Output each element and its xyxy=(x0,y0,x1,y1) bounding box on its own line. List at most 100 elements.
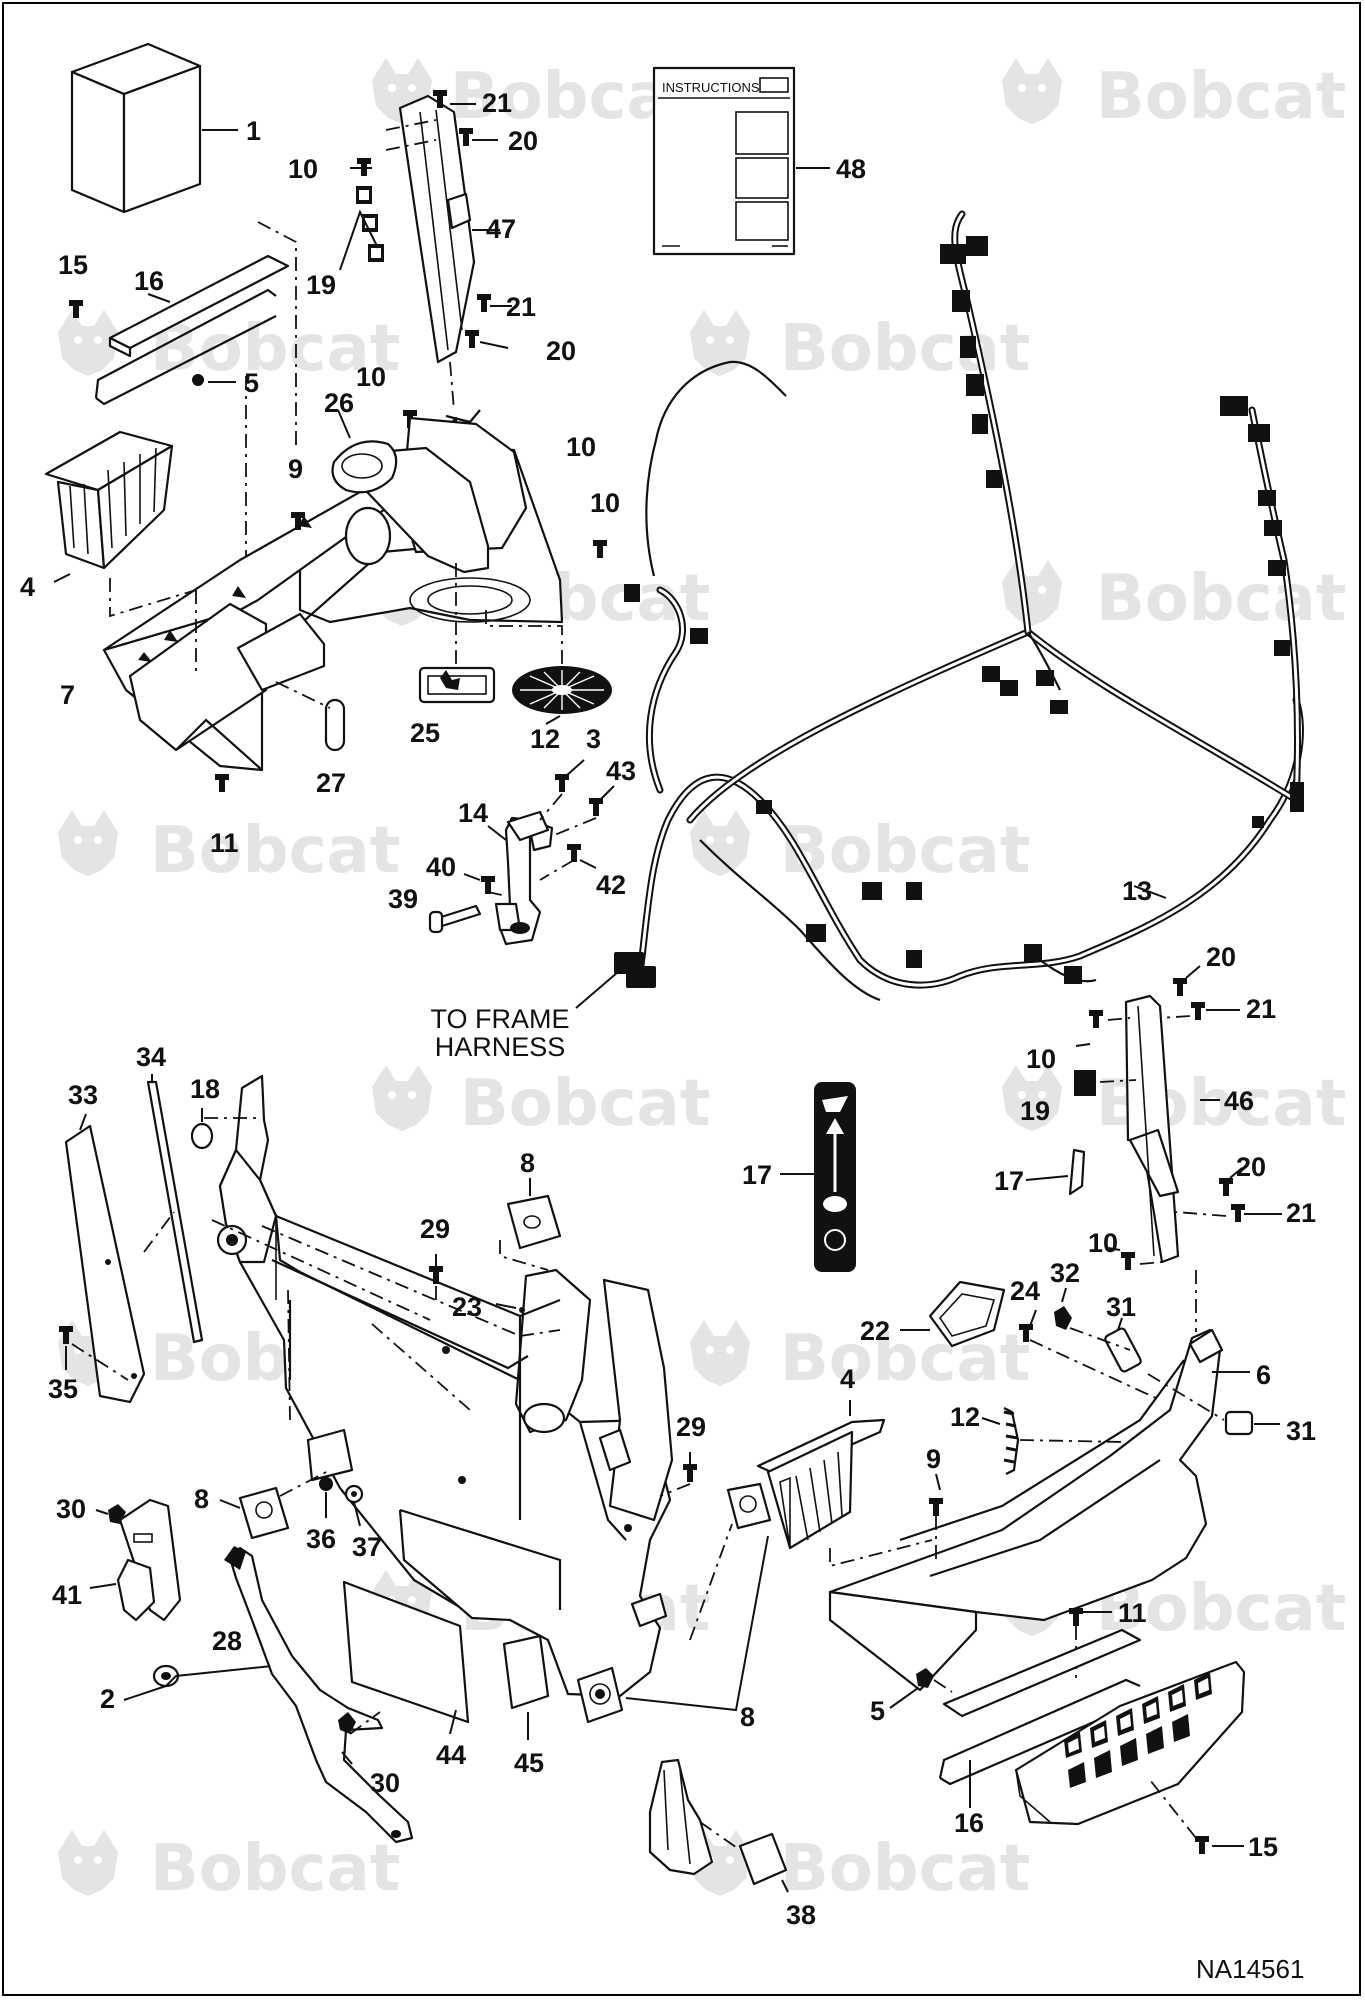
callout-label: 28 xyxy=(212,1626,242,1656)
bobcat-head-logo-icon xyxy=(690,310,750,376)
callout-label: 20 xyxy=(546,336,576,366)
callout-label: 38 xyxy=(786,1900,816,1930)
callout-label: 17 xyxy=(994,1166,1024,1196)
callout-label: 21 xyxy=(506,292,536,322)
bobcat-head-logo-icon xyxy=(372,1065,432,1131)
callout-label: 36 xyxy=(306,1524,336,1554)
watermark-text: Bobcat xyxy=(1096,562,1346,636)
callout-label: 27 xyxy=(316,768,346,798)
callout-label: 40 xyxy=(426,852,456,882)
part-storage-bin-lower xyxy=(756,1400,933,1568)
instructions-sheet: INSTRUCTIONS xyxy=(652,66,830,256)
callout-label: 16 xyxy=(134,266,164,296)
watermark-text: Bobcat xyxy=(780,1832,1030,1906)
callout-label: 5 xyxy=(870,1696,885,1726)
callout-label: 32 xyxy=(1050,1258,1080,1288)
watermark: Bobcat xyxy=(690,810,1030,888)
callout-label: 4 xyxy=(20,572,35,602)
watermark-text: Bobcat xyxy=(460,1067,710,1141)
callout-label: 6 xyxy=(1256,1360,1271,1390)
callout-label: 16 xyxy=(954,1808,984,1838)
plate xyxy=(499,1178,562,1271)
plate xyxy=(576,1666,624,1724)
part-bezel xyxy=(418,560,496,704)
callout-label: 10 xyxy=(356,362,386,392)
callout-label: 31 xyxy=(1106,1292,1136,1322)
callout-label: 9 xyxy=(288,454,303,484)
watermark-text: Bobcat xyxy=(1096,60,1346,134)
callout-label: 21 xyxy=(1286,1198,1316,1228)
callout-label: 29 xyxy=(420,1214,450,1244)
callout-label: 45 xyxy=(514,1748,544,1778)
part-right-upright xyxy=(1068,965,1282,1270)
watermark-text: Bobcat xyxy=(150,1832,400,1906)
watermark: Bobcat xyxy=(690,310,1030,386)
callout-label: 25 xyxy=(410,718,440,748)
callout-label: 8 xyxy=(520,1148,535,1178)
part-side-panel xyxy=(59,1074,204,1404)
callout-label: 15 xyxy=(58,250,88,280)
watermark-text: Bobcat xyxy=(150,312,400,386)
callout-label: 19 xyxy=(306,270,336,300)
callout-label: 21 xyxy=(482,88,512,118)
note-line: TO FRAME xyxy=(430,1004,569,1034)
callout-label: 35 xyxy=(48,1374,78,1404)
callout-label: 23 xyxy=(452,1292,482,1322)
part-cupholder xyxy=(331,409,398,494)
callout-label: 12 xyxy=(950,1402,980,1432)
watermark-layer: Bobcat Bobcat Bobcat Bobcat Bobcat Bobca… xyxy=(58,58,1346,1906)
watermark-text: Bobcat xyxy=(780,312,1030,386)
callout-label: 10 xyxy=(590,488,620,518)
part-grommet xyxy=(275,681,346,752)
plate xyxy=(726,1482,772,1530)
callout-labels: 1 2 3 4 4 5 5 6 7 8 8 8 8 9 9 10 10 10 1… xyxy=(20,88,1316,1930)
callout-label: 37 xyxy=(352,1532,382,1562)
callout-label: 39 xyxy=(388,884,418,914)
plate xyxy=(219,1469,331,1540)
callout-label: 7 xyxy=(60,680,75,710)
part-plug xyxy=(190,1108,214,1150)
callout-label: 33 xyxy=(68,1080,98,1110)
bobcat-head-logo-icon xyxy=(690,1320,750,1386)
callout-label: 12 xyxy=(530,724,560,754)
callout-label: 11 xyxy=(210,828,239,858)
callout-label: 5 xyxy=(244,368,259,398)
callout-label: 43 xyxy=(606,756,636,786)
watermark: Bobcat xyxy=(58,310,400,386)
part-box-kit xyxy=(70,42,238,214)
callout-label: 34 xyxy=(136,1042,166,1072)
callout-label: 13 xyxy=(1122,876,1152,906)
callout-label: 29 xyxy=(676,1412,706,1442)
part-upper-bracket xyxy=(69,221,297,562)
connector-set xyxy=(614,236,1304,988)
watermark: Bobcat xyxy=(58,810,400,888)
decal-set xyxy=(342,1580,789,1893)
callout-label: 47 xyxy=(486,214,516,244)
callout-label: 24 xyxy=(1010,1276,1040,1306)
callout-label: 18 xyxy=(190,1074,220,1104)
callout-label: 30 xyxy=(370,1768,400,1798)
callout-label: 14 xyxy=(458,798,488,828)
callout-label: 41 xyxy=(52,1580,82,1610)
callout-label: 2 xyxy=(100,1684,115,1714)
callout-label: 20 xyxy=(1236,1152,1266,1182)
watermark: Bobcat xyxy=(1002,58,1346,134)
callout-label: 22 xyxy=(860,1316,890,1346)
part-lower-linkage xyxy=(89,1477,414,1844)
callout-label: 10 xyxy=(288,154,318,184)
callout-label: 11 xyxy=(1118,1598,1147,1628)
callout-label: 20 xyxy=(508,126,538,156)
part-floor-grille xyxy=(1014,1660,1246,1854)
bobcat-head-logo-icon xyxy=(1002,58,1062,124)
callout-label: 26 xyxy=(324,388,354,418)
bobcat-head-logo-icon xyxy=(1002,560,1062,626)
part-pocket xyxy=(900,1280,1006,1348)
callout-label: 8 xyxy=(194,1484,209,1514)
callout-label: 15 xyxy=(1248,1832,1278,1862)
callout-label: 44 xyxy=(436,1740,466,1770)
callout-label: 8 xyxy=(740,1702,755,1732)
part-plate-set xyxy=(219,1178,772,1724)
watermark: Bobcat xyxy=(372,1065,710,1141)
note-line: HARNESS xyxy=(435,1032,566,1062)
